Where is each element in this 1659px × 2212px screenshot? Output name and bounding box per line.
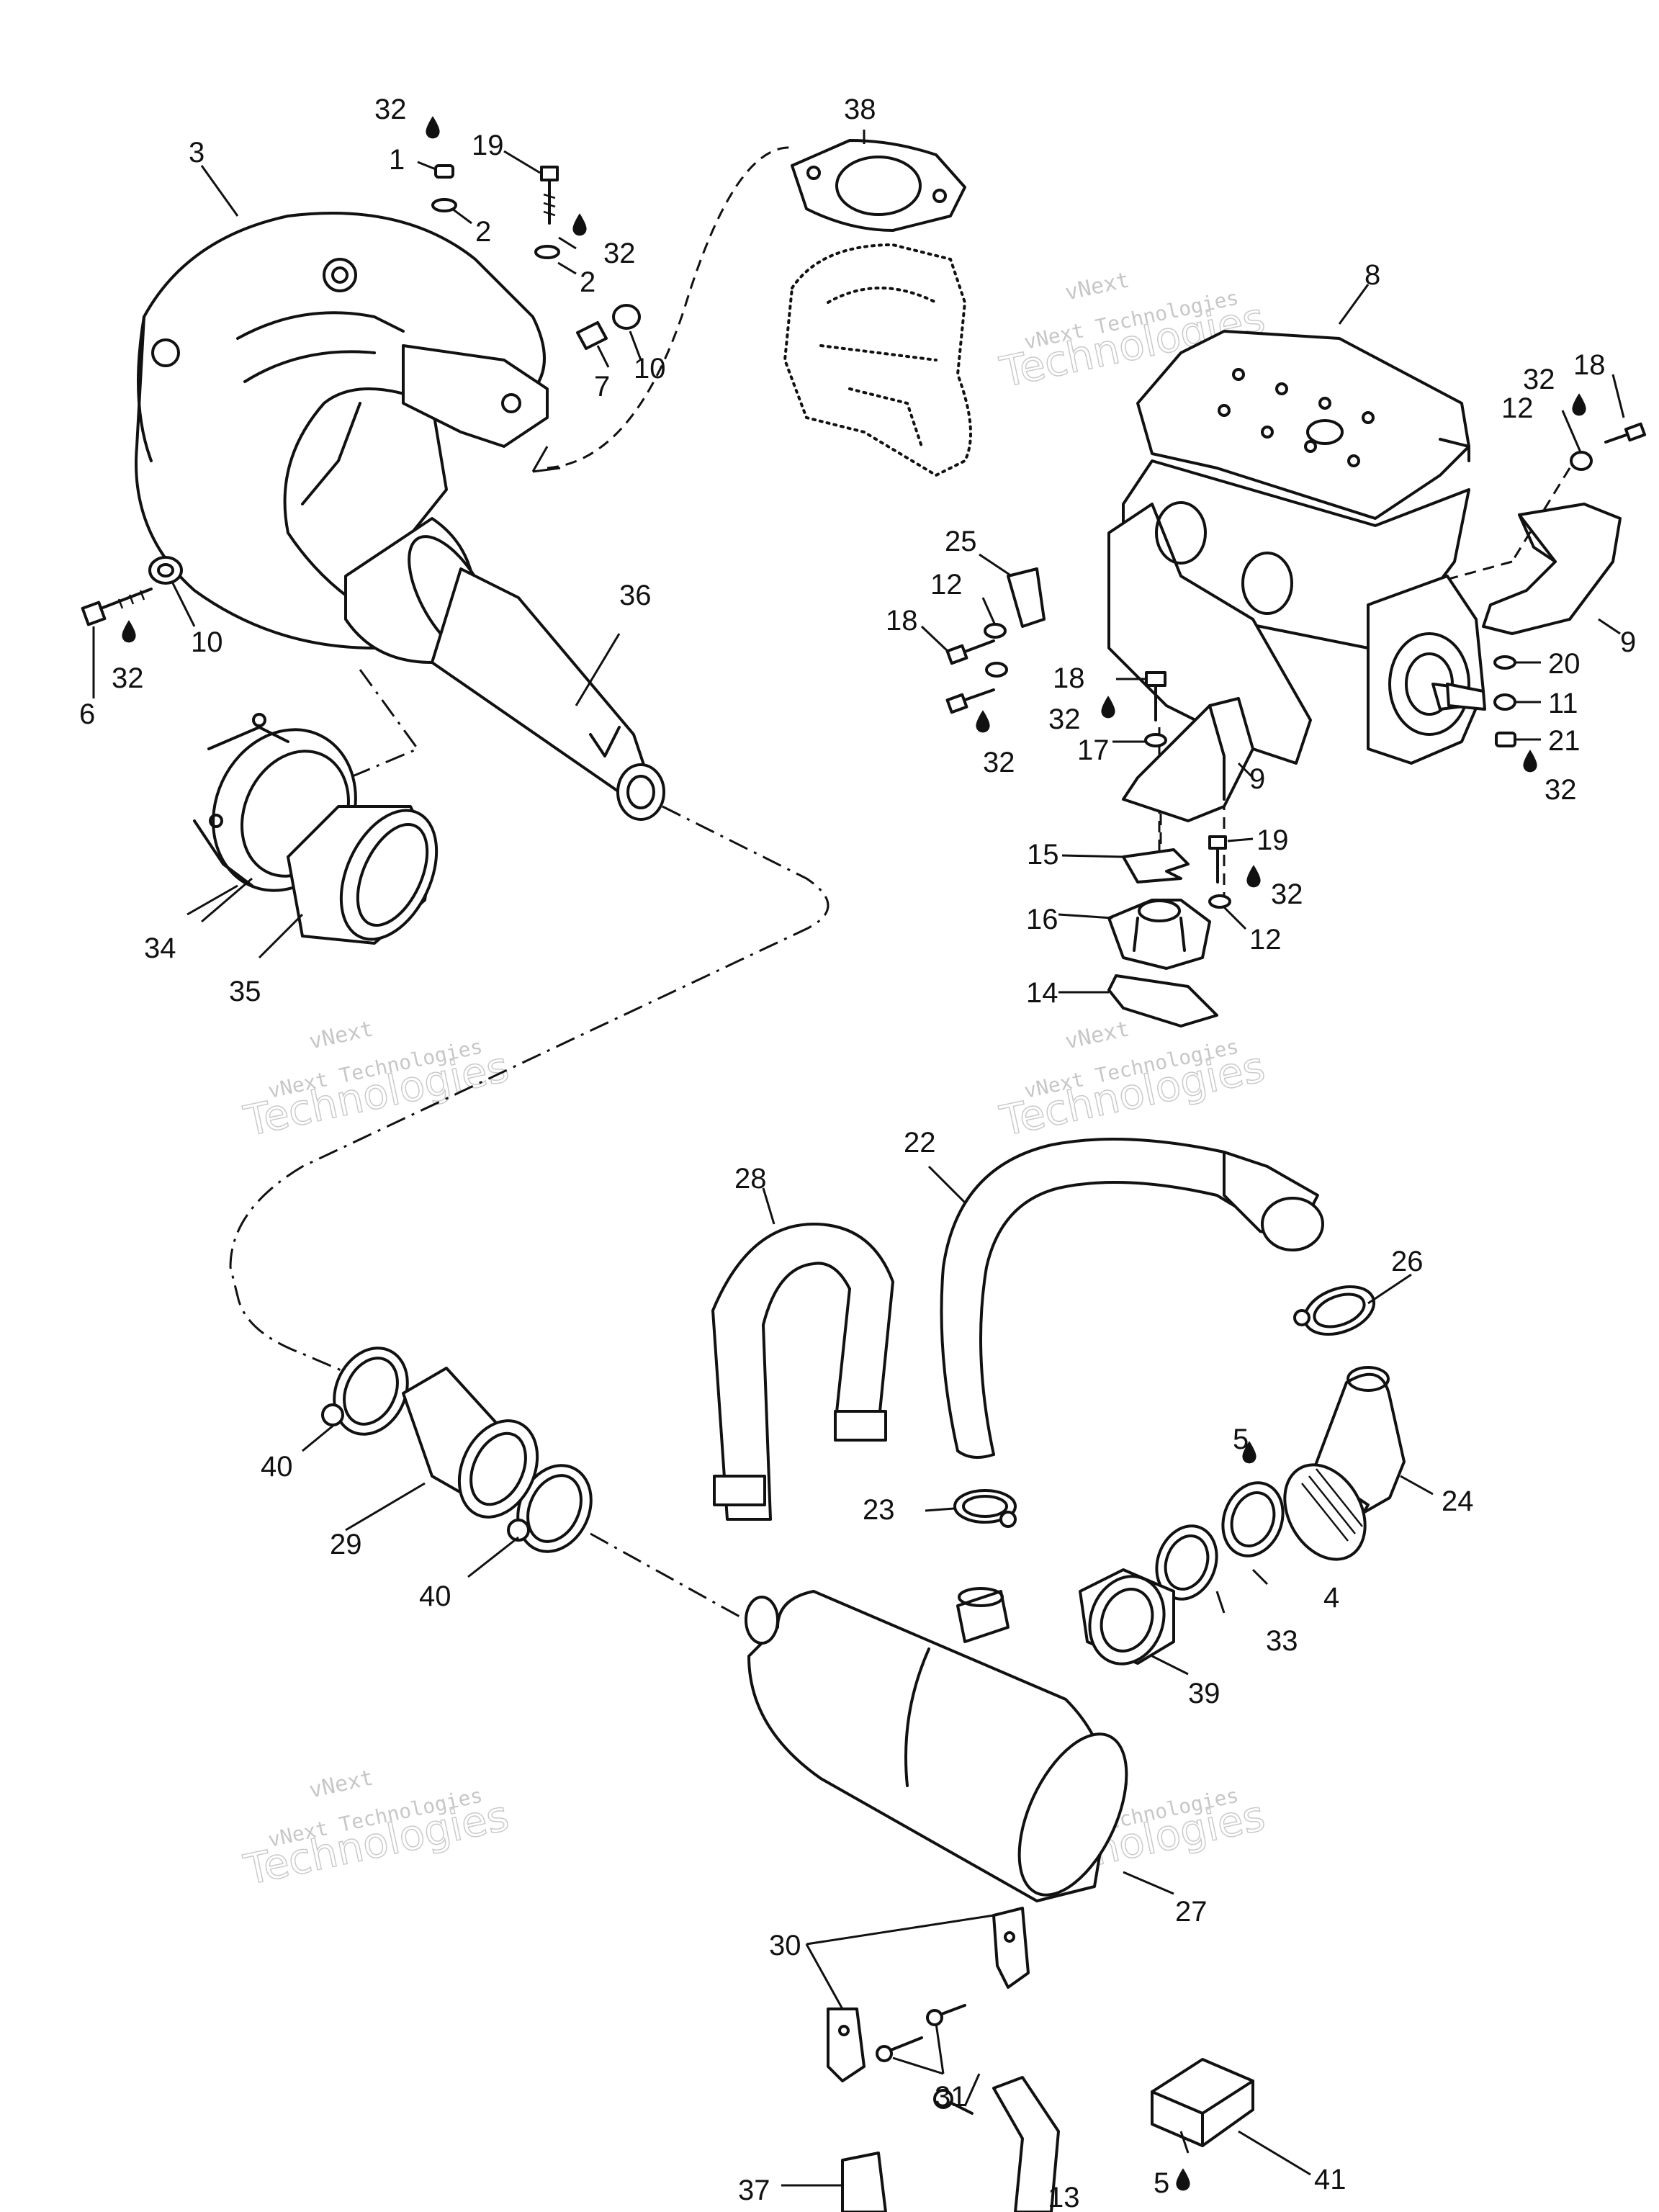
- front-engine-mount[interactable]: [1122, 697, 1254, 822]
- bracket-30-left[interactable]: [827, 2008, 866, 2082]
- callout-30: 30: [769, 1930, 801, 1961]
- callout-14: 14: [1026, 977, 1058, 1009]
- callout-24: 24: [1442, 1485, 1474, 1517]
- callout-22: 22: [904, 1127, 936, 1159]
- callout-25: 25: [945, 526, 977, 557]
- hardware: [81, 164, 1647, 909]
- rubber-mount[interactable]: [1107, 899, 1211, 970]
- callout-labels: 3 32 1 2 19 32 2 7 10 6 32 10 36 34 35 3…: [79, 94, 1636, 2212]
- svg-text:vNext: vNext: [307, 1017, 376, 1055]
- clamp-40-lower[interactable]: [504, 1454, 604, 1564]
- muffler-strap[interactable]: [711, 1223, 894, 1521]
- engine[interactable]: [1107, 330, 1486, 765]
- callout-26: 26: [1391, 1246, 1424, 1277]
- callout-12: 12: [930, 569, 963, 601]
- mount-plate-14[interactable]: [1107, 974, 1218, 1028]
- callout-7: 7: [594, 371, 610, 403]
- callout-32: 32: [983, 747, 1015, 778]
- callout-31: 31: [935, 2081, 967, 2113]
- callout-41: 41: [1314, 2164, 1346, 2195]
- callout-12: 12: [1501, 392, 1534, 424]
- callout-17: 17: [1077, 734, 1110, 766]
- callout-5: 5: [1233, 1424, 1249, 1455]
- clamp-23[interactable]: [953, 1489, 1017, 1528]
- callout-32: 32: [1523, 364, 1555, 395]
- callout-34: 34: [144, 932, 176, 964]
- callout-3: 3: [189, 137, 204, 168]
- svg-text:vNext: vNext: [307, 1766, 376, 1804]
- exhaust-outlet-elbow[interactable]: [1269, 1366, 1406, 1574]
- callout-36: 36: [619, 580, 652, 611]
- callout-33: 33: [1266, 1625, 1298, 1657]
- rear-engine-mount[interactable]: [1482, 503, 1622, 635]
- callout-32: 32: [1545, 774, 1577, 806]
- connecting-hose[interactable]: [402, 1367, 552, 1530]
- callout-13: 13: [1048, 2182, 1080, 2212]
- mount-shim-15[interactable]: [1122, 848, 1190, 884]
- svg-text:vNext: vNext: [1063, 268, 1132, 306]
- foam-pad-41[interactable]: [1151, 2058, 1254, 2147]
- callout-4: 4: [1323, 1582, 1339, 1614]
- callout-11: 11: [1548, 688, 1578, 719]
- callout-32: 32: [603, 238, 636, 269]
- cylinder-ghost-outline: [783, 243, 972, 477]
- callout-6: 6: [79, 698, 95, 730]
- callout-29: 29: [330, 1529, 362, 1560]
- leader-lines: [92, 130, 1625, 2187]
- callout-2: 2: [475, 216, 491, 248]
- callout-5: 5: [1154, 2167, 1169, 2199]
- callout-28: 28: [734, 1163, 767, 1195]
- callout-18: 18: [1053, 662, 1085, 694]
- tuned-pipe[interactable]: [135, 212, 665, 821]
- clamp-40-upper[interactable]: [320, 1336, 421, 1447]
- callout-10: 10: [191, 626, 223, 658]
- callout-8: 8: [1364, 259, 1380, 291]
- exhaust-gasket[interactable]: [791, 139, 966, 232]
- callout-39: 39: [1188, 1678, 1220, 1709]
- svg-text:vNext: vNext: [1063, 1017, 1132, 1055]
- callout-40: 40: [261, 1451, 293, 1483]
- callout-9: 9: [1249, 763, 1265, 795]
- callout-23: 23: [863, 1494, 895, 1526]
- callout-38: 38: [844, 94, 876, 125]
- callout-16: 16: [1026, 904, 1058, 935]
- callout-32: 32: [112, 662, 144, 694]
- outlet-nut-39[interactable]: [1078, 1566, 1176, 1675]
- callout-18: 18: [1573, 349, 1606, 381]
- callout-15: 15: [1027, 839, 1059, 871]
- callout-35: 35: [229, 976, 261, 1007]
- callout-18: 18: [886, 605, 918, 637]
- water-hose[interactable]: [940, 1138, 1324, 1459]
- strap-37[interactable]: [841, 2076, 1060, 2212]
- callout-32: 32: [1271, 878, 1303, 910]
- callout-2: 2: [580, 266, 595, 298]
- rivets-31[interactable]: [876, 2004, 966, 2062]
- callout-1: 1: [389, 144, 405, 176]
- callout-40: 40: [419, 1581, 451, 1612]
- muffler[interactable]: [745, 1587, 1148, 1911]
- callout-20: 20: [1548, 648, 1581, 680]
- callout-19: 19: [472, 130, 504, 161]
- callout-27: 27: [1175, 1896, 1208, 1928]
- callout-21: 21: [1548, 725, 1581, 757]
- callout-9: 9: [1620, 626, 1636, 658]
- exhaust-sleeve[interactable]: [287, 795, 456, 954]
- callout-19: 19: [1256, 824, 1289, 856]
- bracket-30-right[interactable]: [992, 1907, 1030, 1989]
- callout-37: 37: [738, 2175, 770, 2206]
- callout-32: 32: [1048, 703, 1081, 735]
- callout-10: 10: [634, 353, 666, 385]
- callout-12: 12: [1249, 924, 1282, 956]
- callout-32: 32: [374, 94, 407, 125]
- screw-13[interactable]: [933, 2089, 974, 2115]
- o-ring-4[interactable]: [1213, 1474, 1293, 1564]
- clamp-26[interactable]: [1293, 1278, 1380, 1344]
